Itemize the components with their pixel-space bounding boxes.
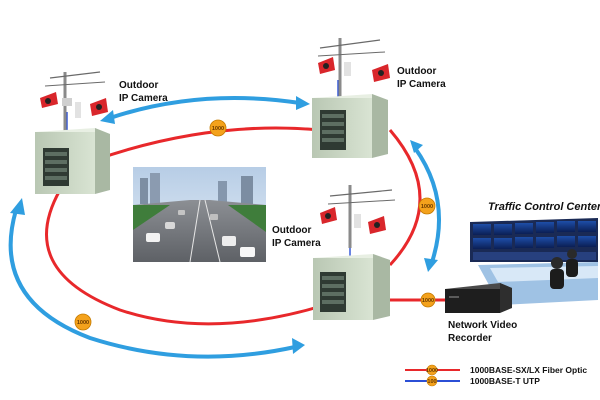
legend-label: 1000BASE-SX/LX Fiber Optic bbox=[470, 365, 587, 375]
legend-item-utp: 100 1000BASE-T UTP bbox=[405, 375, 540, 387]
ring-badge: 1000 bbox=[209, 119, 227, 137]
flow-arrow-left-head-right bbox=[292, 338, 305, 354]
nvr-device bbox=[445, 283, 512, 313]
uplink-badge: 1000 bbox=[420, 292, 436, 308]
flow-arrow-right-head-up bbox=[410, 140, 423, 153]
camera-pole bbox=[320, 185, 396, 248]
flow-arrow-top bbox=[108, 96, 302, 120]
site-label-line1: Outdoor bbox=[119, 80, 159, 91]
switch-cabinet bbox=[312, 94, 388, 158]
control-center-title: Traffic Control Center bbox=[488, 201, 600, 213]
fiber-link-left bbox=[45, 189, 326, 326]
switch-cabinet bbox=[35, 128, 110, 194]
flow-arrow-top-head-left bbox=[100, 110, 115, 124]
video-wall bbox=[470, 218, 598, 262]
site-label-line1: Outdoor bbox=[397, 66, 437, 77]
nvr-label-line2: Recorder bbox=[448, 333, 492, 344]
site-label-line2: IP Camera bbox=[397, 79, 446, 90]
flow-arrow-left bbox=[8, 208, 297, 359]
legend-item-fiber: 1000 1000BASE-SX/LX Fiber Optic bbox=[405, 364, 587, 376]
legend: 1000 1000BASE-SX/LX Fiber Optic 100 1000… bbox=[405, 364, 587, 387]
svg-text:1000: 1000 bbox=[426, 368, 438, 374]
fiber-link-right bbox=[388, 129, 422, 267]
site-label-line2: IP Camera bbox=[119, 93, 168, 104]
svg-text:1000: 1000 bbox=[422, 298, 434, 304]
ring-badge: 1000 bbox=[74, 313, 92, 331]
svg-text:1000: 1000 bbox=[212, 126, 224, 132]
svg-text:1000: 1000 bbox=[77, 320, 89, 326]
svg-text:100: 100 bbox=[427, 379, 436, 385]
camera-pole bbox=[40, 71, 108, 132]
flow-arrow-right bbox=[413, 146, 441, 264]
flow-arrow-right-head-down bbox=[424, 258, 438, 272]
camera-pole bbox=[317, 38, 390, 100]
site-label-line2: IP Camera bbox=[272, 238, 321, 249]
legend-label: 1000BASE-T UTP bbox=[470, 376, 540, 386]
svg-text:1000: 1000 bbox=[421, 204, 433, 210]
traffic-photo bbox=[133, 167, 266, 263]
site-2: Outdoor IP Camera bbox=[312, 38, 446, 158]
ring-badge: 1000 bbox=[418, 197, 436, 215]
site-3: Outdoor IP Camera bbox=[272, 185, 396, 320]
site-label-line1: Outdoor bbox=[272, 225, 312, 236]
switch-cabinet bbox=[313, 254, 390, 320]
operator-figure bbox=[550, 249, 578, 289]
site-1: Outdoor IP Camera bbox=[35, 71, 168, 194]
flow-arrow-left-head-up bbox=[10, 198, 25, 215]
fiber-link-top bbox=[94, 126, 321, 162]
nvr-label-line1: Network Video bbox=[448, 320, 517, 331]
flow-arrow-top-head-right bbox=[296, 96, 310, 110]
flow-arrows bbox=[8, 96, 441, 359]
